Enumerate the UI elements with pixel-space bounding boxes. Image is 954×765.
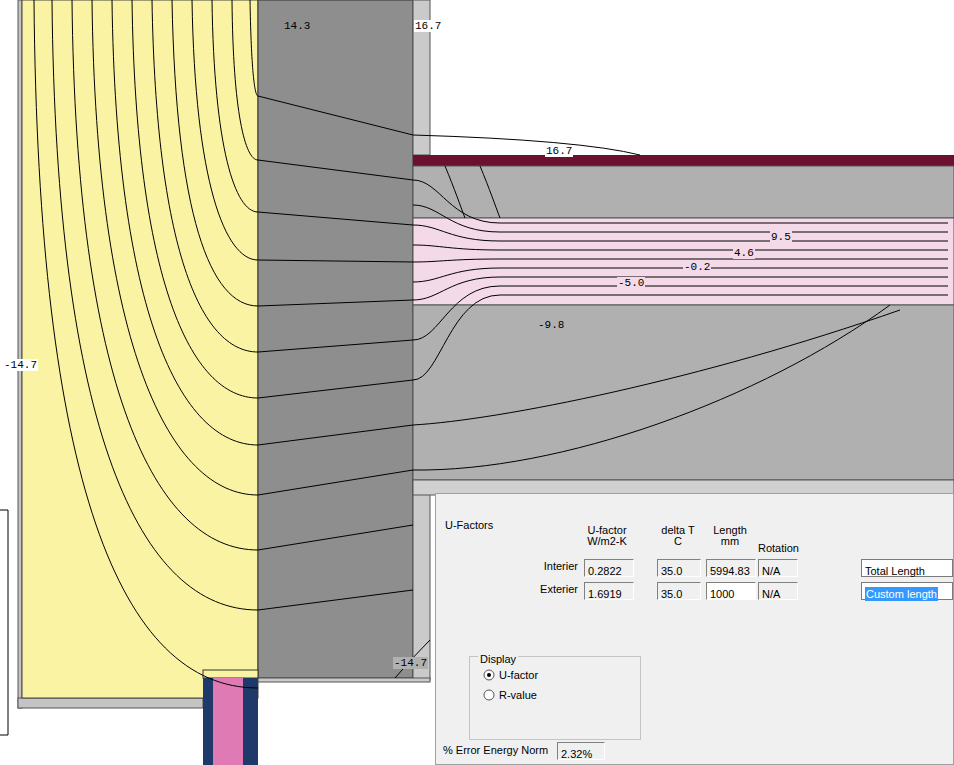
isotherm-label-holder: -9.8 (537, 314, 565, 332)
concrete-wall (258, 0, 413, 678)
interior-finish (413, 480, 430, 680)
field-value: Custom length (865, 587, 938, 601)
selected-field: Custom length (861, 582, 953, 600)
readonly-field: 35.0 (657, 582, 701, 600)
screed-layer (413, 166, 954, 218)
column-header: U-factor W/m2-K (578, 525, 636, 547)
radio-label: R-value (499, 690, 537, 701)
isotherm-label: 14.3 (283, 20, 311, 32)
frame-edge (18, 698, 203, 708)
readonly-field: 0.2822 (584, 559, 634, 577)
column-header: Rotation (758, 543, 799, 554)
column-header-holder: U-factor W/m2-K (578, 525, 636, 547)
column-header-holder: Rotation (758, 543, 799, 554)
window-frame (203, 678, 213, 765)
field-value: 35.0 (661, 587, 682, 601)
floor-finish (413, 155, 954, 166)
isotherm-label: -14.7 (393, 657, 428, 669)
isotherm-label: 4.6 (733, 247, 755, 259)
field-value: 1.6919 (588, 587, 622, 601)
radio-label-holder: U-factor (499, 670, 538, 681)
dialog-title: U-Factors (445, 519, 493, 532)
isotherm-label-holder: 16.7 (414, 15, 442, 33)
isotherm-label-holder: -14.7 (393, 652, 428, 670)
isotherm-label-holder: 16.7 (545, 140, 573, 158)
isotherm-label: -0.2 (683, 261, 711, 273)
readonly-field: 1.6919 (584, 582, 634, 600)
field-value: N/A (762, 587, 780, 601)
isotherm-label-holder: -0.2 (683, 256, 711, 274)
dropdown-field: Total Length (861, 559, 953, 577)
field-value: 0.2822 (588, 564, 622, 578)
group-title: Display (478, 652, 518, 666)
bracket (0, 510, 8, 735)
concrete-slab (413, 305, 954, 480)
row-label: Exterier (520, 584, 578, 595)
isotherm-label: 16.7 (545, 145, 573, 157)
row-label-holder: Exterier (520, 584, 578, 595)
column-header-holder: Length mm (706, 525, 754, 547)
field-value: 35.0 (661, 564, 682, 578)
slab-insulation (413, 218, 954, 305)
isotherm-label-holder: 9.5 (770, 226, 792, 244)
field-value: N/A (762, 564, 780, 578)
readonly-field: 35.0 (657, 559, 701, 577)
window-sill (203, 670, 258, 678)
row-label: Interier (520, 561, 578, 572)
column-header: Length mm (706, 525, 754, 547)
isotherm-label-holder: 4.6 (733, 242, 755, 260)
field-label: % Error Energy Norm (443, 745, 548, 756)
isotherm-label-holder: 14.3 (283, 15, 311, 33)
input-field: 1000 (706, 582, 756, 600)
row-label-holder: Interier (520, 561, 578, 572)
field-value: 2.32% (561, 747, 592, 761)
field-label-holder: % Error Energy Norm (443, 745, 548, 756)
isotherm-label: 16.7 (414, 20, 442, 32)
isotherm-label: 9.5 (770, 231, 792, 243)
field-value: 1000 (710, 587, 734, 601)
readonly-field: 2.32% (557, 742, 605, 760)
column-header: delta T C (657, 525, 699, 547)
window-frame (243, 678, 258, 765)
readonly-field: N/A (758, 582, 798, 600)
field-value: 5994.83 (710, 564, 750, 578)
interior-finish (258, 678, 430, 682)
readonly-field: N/A (758, 559, 798, 577)
radio-label: U-factor (499, 670, 538, 681)
insulation-layer (22, 0, 258, 698)
isotherm-label-holder: -5.0 (617, 272, 645, 290)
radio-label-holder: R-value (499, 690, 537, 701)
isotherm-label: -5.0 (617, 277, 645, 289)
isotherm-label-holder: -14.7 (3, 354, 38, 372)
window-glazing (213, 678, 243, 765)
isotherm-label: -14.7 (3, 359, 38, 371)
readonly-field: 5994.83 (706, 559, 756, 577)
field-value: Total Length (865, 564, 925, 578)
isotherm-label: -9.8 (537, 319, 565, 331)
frame-edge (18, 0, 22, 708)
group-box: Display (469, 656, 641, 740)
column-header-holder: delta T C (657, 525, 699, 547)
